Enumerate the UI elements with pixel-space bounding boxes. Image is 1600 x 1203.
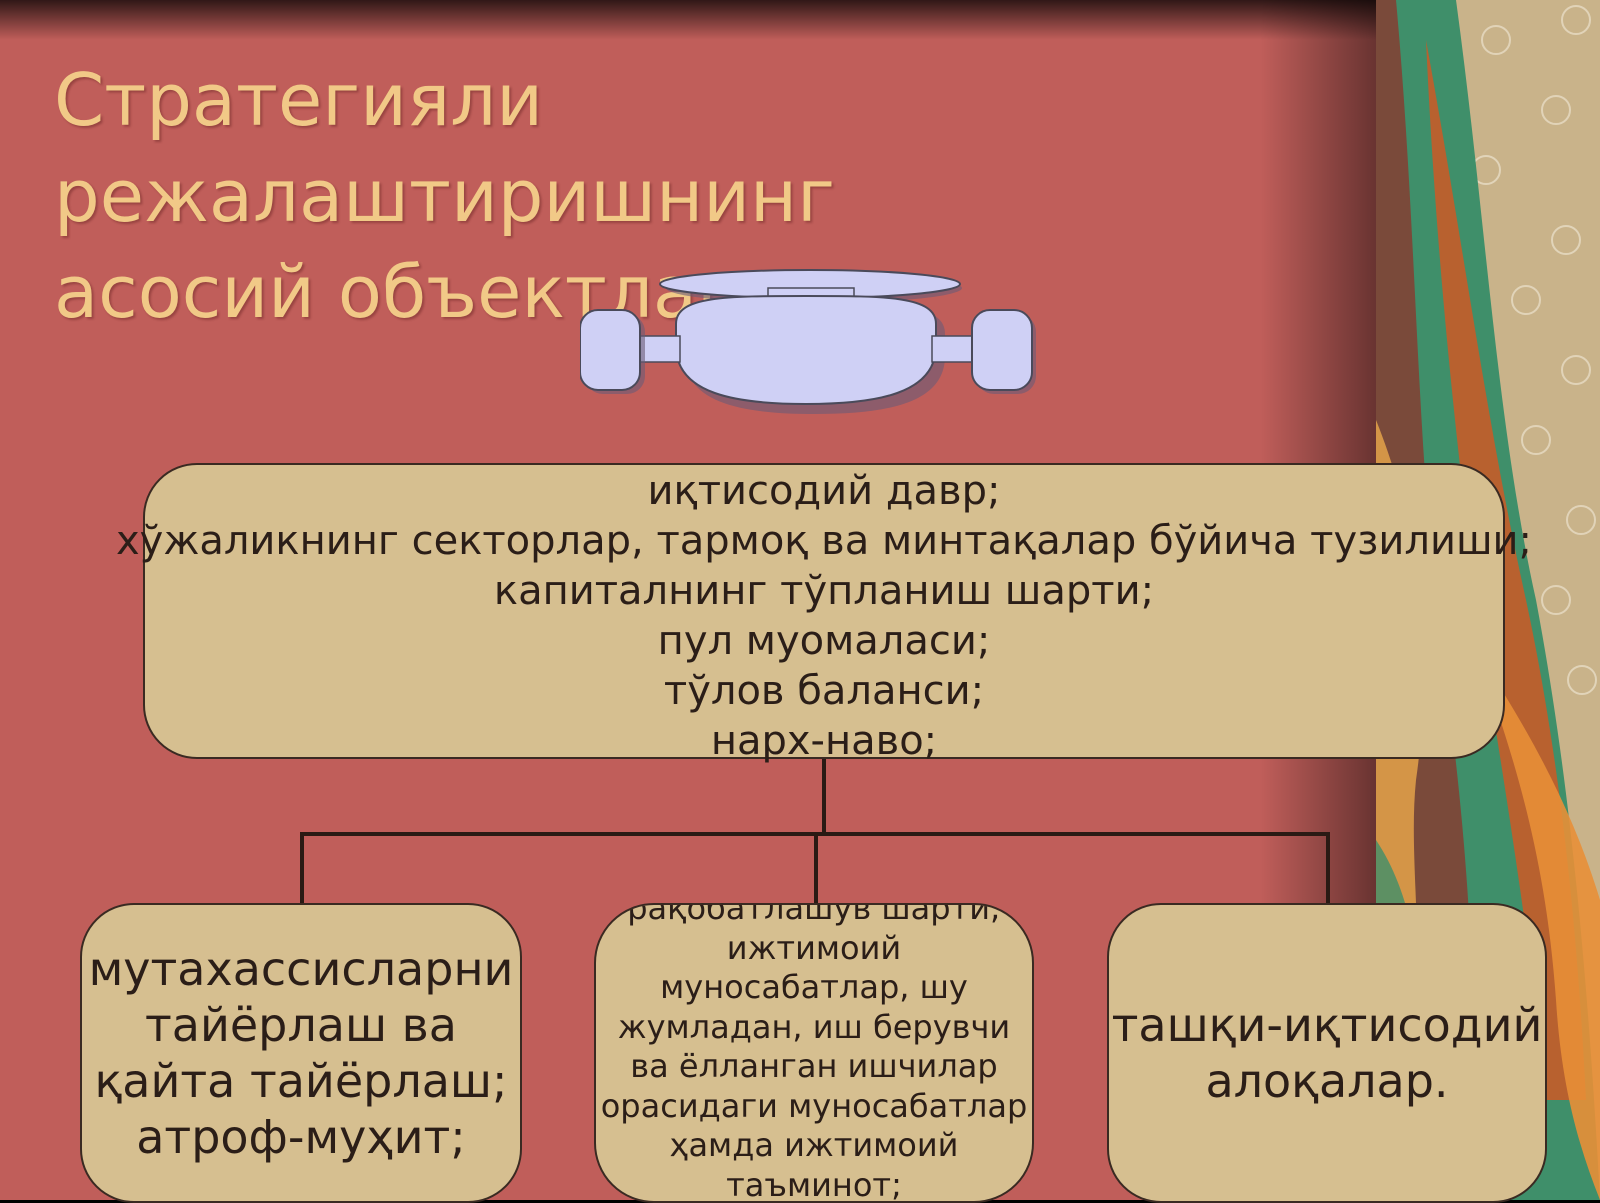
child-2-line-3: муносабатлар, шу bbox=[601, 968, 1028, 1008]
child-1-line-1: мутахассисларни bbox=[89, 941, 514, 997]
child-box-social-relations: рақобатлашув шарти; ижтимоий муносабатла… bbox=[594, 903, 1034, 1203]
child-2-line-7: ҳамда ижтимоий bbox=[601, 1126, 1028, 1166]
objects-line-2: хўжаликнинг секторлар, тармоқ ва минтақа… bbox=[116, 516, 1532, 566]
child-2-line-5: ва ёлланган ишчилар bbox=[601, 1047, 1028, 1087]
child-2-line-2: ижтимоий bbox=[601, 929, 1028, 969]
child-3-line-2: алоқалар. bbox=[1205, 1053, 1448, 1109]
child-1-line-2: тайёрлаш ва bbox=[145, 997, 457, 1053]
child-box-foreign-economic: ташқи-иқтисодий алоқалар. bbox=[1107, 903, 1547, 1203]
objects-line-6: нарх-наво; bbox=[711, 716, 937, 766]
child-2-text-block: рақобатлашув шарти; ижтимоий муносабатла… bbox=[601, 903, 1028, 1203]
child-2-line-8: таъминот; bbox=[601, 1166, 1028, 1203]
child-3-line-1: ташқи-иқтисодий bbox=[1112, 997, 1543, 1053]
child-1-line-3: қайта тайёрлаш; bbox=[94, 1053, 507, 1109]
objects-line-1: иқтисодий давр; bbox=[648, 466, 1001, 516]
objects-line-3: капиталнинг тўпланиш шарти; bbox=[494, 566, 1154, 616]
objects-line-4: пул муомаласи; bbox=[658, 616, 991, 666]
objects-line-5: тўлов баланси; bbox=[664, 666, 984, 716]
child-2-line-6: орасидаги муносабатлар bbox=[601, 1087, 1028, 1127]
child-box-training-environment: мутахассисларни тайёрлаш ва қайта тайёрл… bbox=[80, 903, 522, 1203]
parent-box-objects: иқтисодий давр; хўжаликнинг секторлар, т… bbox=[143, 463, 1505, 759]
child-1-line-4: атроф-муҳит; bbox=[136, 1109, 466, 1165]
child-2-line-1: рақобатлашув шарти; bbox=[601, 903, 1028, 929]
child-2-line-4: жумладан, иш берувчи bbox=[601, 1008, 1028, 1048]
